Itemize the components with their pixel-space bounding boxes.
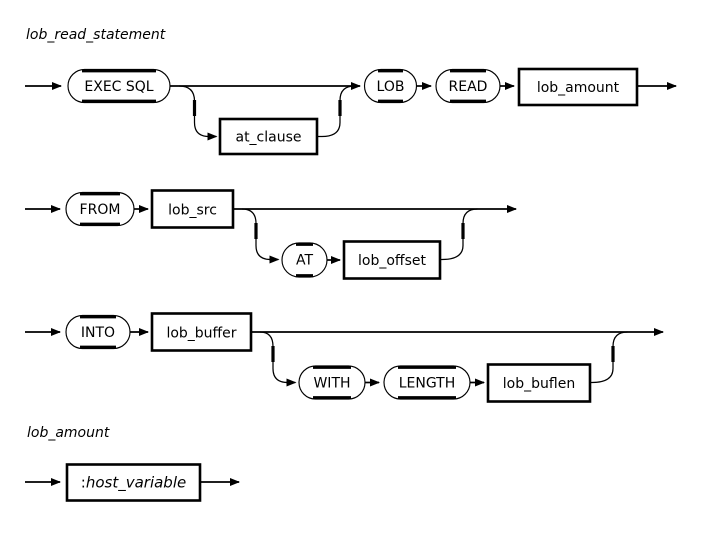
- branch-down-curve: [178, 85, 210, 138]
- terminal-label-at: AT: [296, 253, 313, 269]
- branch-thick-bar: [271, 346, 275, 362]
- branch-up-curve: [590, 331, 628, 384]
- terminal-lob: LOB: [363, 68, 418, 104]
- terminal-label-read: READ: [449, 79, 488, 95]
- terminal-length: LENGTH: [383, 365, 471, 400]
- branch-thick-bar: [461, 223, 465, 239]
- nonterminal-lob-amount: lob_amount: [517, 67, 639, 107]
- terminal-label-from: FROM: [80, 202, 121, 218]
- terminal-exec-sql: EXEC SQL: [67, 68, 171, 104]
- terminal-into: INTO: [65, 314, 131, 350]
- terminal-label-into: INTO: [81, 325, 115, 341]
- nonterminal-label-lob-src: lob_src: [168, 203, 217, 219]
- row-exec-sql: EXEC SQL at_clause LOB READ lob_amount: [25, 67, 677, 156]
- nonterminal-label-lob-offset: lob_offset: [358, 253, 426, 269]
- diagram-title-lob-read-statement: lob_read_statement: [26, 27, 166, 43]
- branch-up-curve: [317, 85, 355, 138]
- branch-thick-bar: [192, 100, 197, 116]
- nonterminal-host-variable: :host_variable: [65, 463, 202, 502]
- nonterminal-at-clause: at_clause: [218, 117, 319, 156]
- nonterminal-lob-offset: lob_offset: [342, 240, 442, 280]
- row-into: INTO lob_buffer WITH: [25, 312, 664, 403]
- terminal-label-length: LENGTH: [399, 376, 456, 392]
- branch-thick-bar: [611, 346, 615, 362]
- branch-with-length: [259, 331, 628, 387]
- nonterminal-lob-buffer: lob_buffer: [150, 312, 253, 352]
- host-variable-name: host_variable: [86, 474, 186, 493]
- terminal-read: READ: [435, 68, 501, 104]
- nonterminal-lob-src: lob_src: [150, 189, 235, 229]
- terminal-from: FROM: [65, 191, 135, 227]
- terminal-label-exec-sql: EXEC SQL: [84, 79, 153, 95]
- terminal-label-with: WITH: [313, 376, 350, 392]
- branch-up-curve: [440, 208, 478, 261]
- nonterminal-label-host-variable: :host_variable: [81, 474, 186, 493]
- nonterminal-label-lob-buffer: lob_buffer: [166, 326, 236, 342]
- nonterminal-label-lob-amount: lob_amount: [537, 80, 620, 96]
- nonterminal-lob-buflen: lob_buflen: [486, 363, 592, 403]
- row-host-variable: :host_variable: [25, 463, 240, 502]
- terminal-with: WITH: [298, 365, 366, 400]
- branch-at-offset: [241, 208, 478, 264]
- branch-thick-bar: [338, 100, 342, 116]
- host-variable-colon: :: [81, 474, 86, 492]
- nonterminal-label-lob-buflen: lob_buflen: [503, 376, 575, 392]
- branch-at-clause: [178, 85, 355, 141]
- terminal-at: AT: [281, 242, 328, 278]
- terminal-label-lob: LOB: [377, 79, 405, 95]
- branch-thick-bar: [254, 223, 258, 239]
- nonterminal-label-at-clause: at_clause: [235, 130, 301, 146]
- diagram-title-lob-amount: lob_amount: [27, 425, 110, 441]
- row-from: FROM lob_src AT lob_offse: [25, 189, 517, 280]
